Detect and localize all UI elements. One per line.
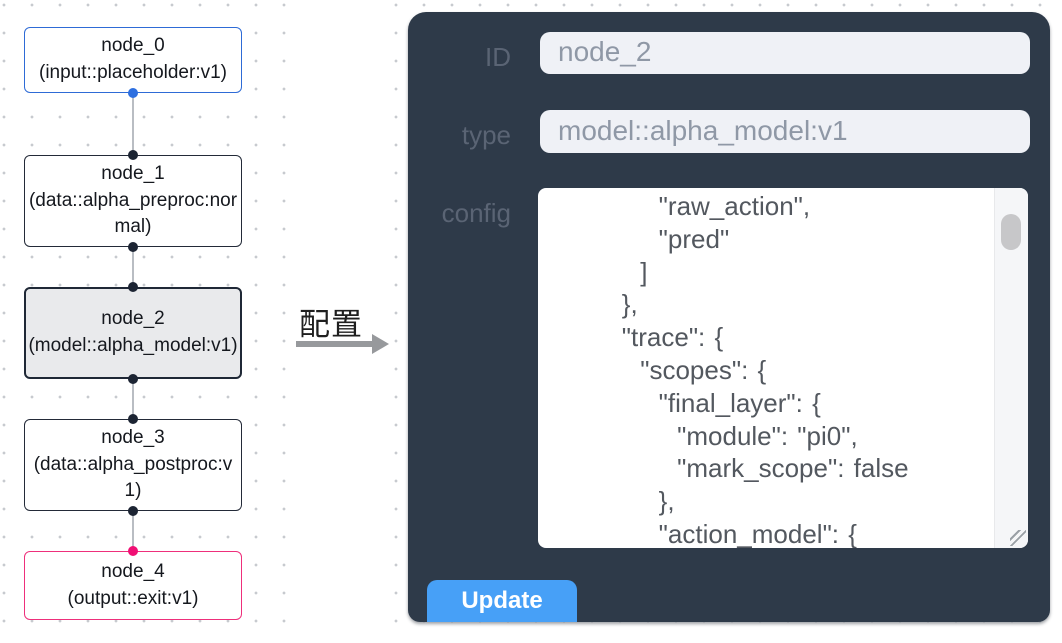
node-title: node_2	[101, 308, 165, 330]
config-textarea[interactable]: "raw_action", "pred" ] }, "trace": { "sc…	[538, 188, 1028, 548]
edge-node1-node2[interactable]	[132, 247, 134, 287]
node2-top-handle[interactable]	[128, 282, 138, 292]
edge-node0-node1[interactable]	[132, 93, 134, 155]
node-subtitle: (model::alpha_model:v1)	[28, 335, 238, 356]
node3-top-handle[interactable]	[128, 414, 138, 424]
flow-node-node_2-selected[interactable]: node_2 (model::alpha_model:v1)	[24, 287, 242, 379]
node-config-panel: ID type config "raw_action", "pred" ] },…	[408, 12, 1050, 622]
config-json-text[interactable]: "raw_action", "pred" ] }, "trace": { "sc…	[621, 191, 909, 548]
node-subtitle: (data::alpha_preproc:normal)	[28, 189, 238, 238]
node-subtitle: (input::placeholder:v1)	[39, 62, 227, 83]
node-subtitle: (data::alpha_postproc:v1)	[33, 453, 233, 502]
node1-top-handle[interactable]	[128, 150, 138, 160]
type-field-label: type	[461, 120, 511, 150]
edge-node2-node3[interactable]	[132, 379, 134, 419]
flow-node-node_1[interactable]: node_1 (data::alpha_preproc:normal)	[24, 155, 242, 247]
node-subtitle: (output::exit:v1)	[67, 587, 199, 609]
node-title: node_0	[101, 35, 165, 57]
arrow-right-icon	[296, 341, 374, 347]
node-title: node_4	[101, 560, 165, 582]
configure-annotation-label: 配置	[299, 307, 363, 342]
flow-node-node_3[interactable]: node_3 (data::alpha_postproc:v1)	[24, 419, 242, 511]
flow-node-node_4[interactable]: node_4 (output::exit:v1)	[24, 551, 242, 620]
id-input[interactable]	[540, 32, 1030, 74]
scrollbar-thumb[interactable]	[1001, 214, 1021, 250]
config-field-label: config	[441, 198, 511, 228]
node-title: node_1	[101, 162, 165, 184]
node0-bottom-handle[interactable]	[128, 88, 138, 98]
flow-node-node_0[interactable]: node_0 (input::placeholder:v1)	[24, 27, 242, 93]
id-field-label: ID	[485, 42, 511, 72]
node1-bottom-handle[interactable]	[128, 242, 138, 252]
node-title: node_3	[101, 426, 165, 448]
node2-bottom-handle[interactable]	[128, 374, 138, 384]
type-input[interactable]	[540, 110, 1030, 153]
arrow-right-icon-head	[372, 334, 389, 354]
node4-top-handle[interactable]	[128, 546, 138, 556]
resize-grip-icon[interactable]	[1010, 530, 1026, 546]
node3-bottom-handle[interactable]	[128, 506, 138, 516]
update-button[interactable]: Update	[427, 580, 577, 622]
edge-node3-node4[interactable]	[132, 511, 134, 551]
scrollbar-track[interactable]	[994, 188, 1028, 548]
